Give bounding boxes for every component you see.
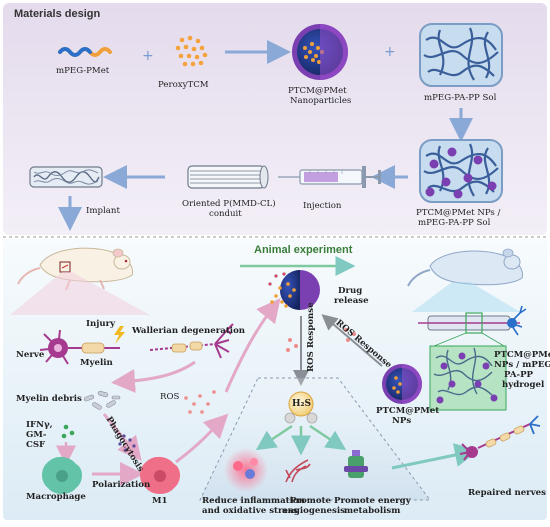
arrow-ros-np [224,297,281,393]
angio-label-1: Promote [290,496,331,506]
zoom-lines [433,332,505,347]
energy-label-1: Promote energy [334,496,411,506]
hydrogel-label-1: PTCM@PMet [494,350,550,360]
hydrogel-sol-icon [419,23,503,87]
m1-label: M1 [152,496,168,506]
hydrogel-label-2: NPs / mPEG- [494,360,550,370]
ingested-debris-icon [118,434,136,452]
hydrogel-label-4: hydrogel [502,380,545,390]
angio-label-2: angiogenesis [282,506,345,516]
arrow-ros-response-diag [321,314,383,367]
ros-response-label-1: ROS Response [306,302,316,372]
neuron-icon [39,329,120,365]
myelin-debris-label: Myelin debris [16,394,82,404]
mitochondria-icon [344,450,368,478]
nanoparticle-icon [292,24,348,80]
ptcm-np-icon [382,364,422,404]
ifn-label-3: CSF [26,440,46,450]
arrow-h2s-right [309,424,347,451]
sol-label: mPEG-PA-PP Sol [424,93,497,103]
arrow-m1-ros [175,413,229,464]
np-release-icon [268,270,320,310]
np-label-2: Nanoparticles [290,96,352,106]
hydrogel-zoom-icon [429,345,507,411]
conduit-label-2: conduit [209,209,242,219]
h2s-label: H₂S [292,399,311,409]
lightning-icon [114,326,125,344]
drug-release-label-2: release [334,296,369,306]
conduit-label-1: Oriented P(MMD-CL) [182,199,276,209]
filled-conduit-icon [29,166,103,188]
nerve-in-conduit-icon [418,305,527,336]
reduce-label-1: Reduce inflammation [202,496,305,506]
vessels-icon [285,459,311,483]
np-sol-label-1: PTCM@PMet NPs / [416,208,501,218]
ptcm-nps-label-2: NPs [392,416,412,426]
injury-label: Injury [86,319,116,329]
myelin-debris-icon [83,390,121,410]
peroxytcm-dots-icon [175,35,208,67]
macrophage-icon [42,456,82,494]
wallerian-label: Wallerian degeneration [132,326,246,336]
conduit-icon [187,165,269,189]
energy-label-2: metabolism [344,506,401,516]
ifn-label-1: IFNγ, [26,420,53,430]
zoom-fan-left [10,272,150,315]
inflammation-icon [224,448,268,492]
syringe-icon [278,166,381,188]
h2s-molecule-icon [284,391,318,424]
ros-label: ROS [160,392,180,402]
myelin-label: Myelin [80,358,113,368]
injection-label: Injection [303,201,342,211]
rat-treated-icon [407,248,523,287]
zoom-fan-right [412,282,520,312]
repaired-label: Repaired nerves [468,488,546,498]
animal-experiment-title: Animal experiment [254,244,353,256]
materials-design-title: Materials design [14,8,101,20]
implant-label: Implant [86,206,120,216]
ifn-label-2: GM- [26,430,47,440]
np-sol-icon [419,139,503,203]
hydrogel-label-3: PA-PP [504,370,533,380]
polarization-label: Polarization [92,480,151,490]
macrophage-label: Macrophage [26,492,86,502]
m1-macrophage-icon [140,456,180,494]
arrow-h2s-left [255,424,293,451]
ros-dots-icon [184,390,216,414]
reduce-label-2: and oxidative stress [202,506,298,516]
peroxytcm-label: PeroxyTCM [158,80,209,90]
polymer-chain-icon [58,47,112,57]
ptcm-nps-label-1: PTCM@PMet [376,406,440,416]
mpeg-pmet-label: mPEG-PMet [56,66,110,76]
np-sol-label-2: mPEG-PA-PP Sol [418,218,491,228]
repaired-nerve-icon [459,415,541,461]
plus-sign-2: + [384,44,396,60]
np-label-1: PTCM@PMet [288,86,347,96]
degenerating-neuron-icon [149,323,234,359]
nerve-label: Nerve [16,350,45,360]
plus-sign-1: + [142,48,154,64]
arrow-phagocytosis [102,413,142,462]
cytokine-dots-icon [61,424,75,439]
drug-release-label-1: Drug [338,286,363,296]
arrow-to-debris [111,360,196,393]
